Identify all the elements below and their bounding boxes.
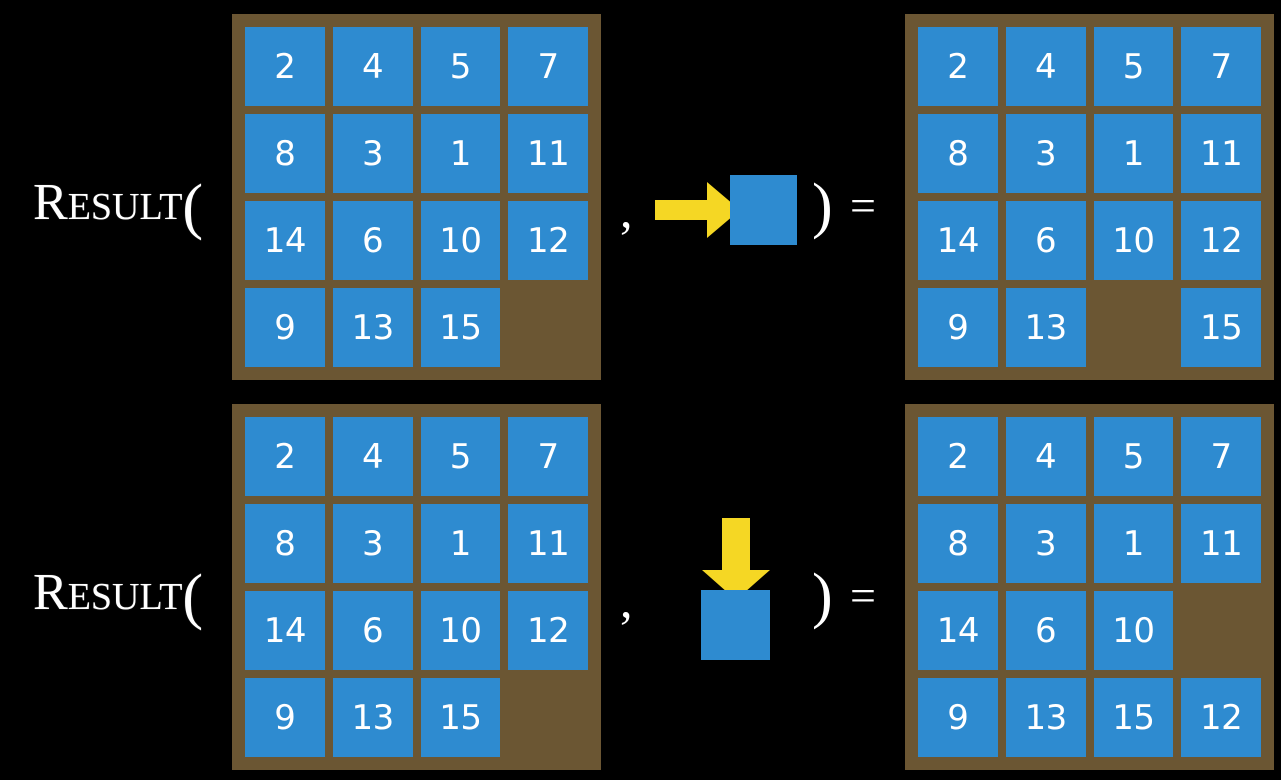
tile[interactable]: 13	[1005, 678, 1086, 757]
tile[interactable]: 9	[918, 288, 998, 367]
tile[interactable]: 9	[245, 288, 325, 367]
tile[interactable]: 3	[1005, 114, 1086, 193]
blank-cell[interactable]	[1181, 591, 1261, 670]
tile[interactable]: 4	[1005, 417, 1086, 496]
tile[interactable]: 5	[1093, 27, 1174, 106]
tile[interactable]: 14	[918, 591, 998, 670]
result-label-capital: R	[33, 563, 68, 621]
tile[interactable]: 5	[420, 417, 501, 496]
input-board: 2 4 5 7 8 3 1 11 14 6 10 12 9 13 15	[232, 404, 601, 770]
tile[interactable]: 3	[332, 114, 413, 193]
tile[interactable]: 5	[1093, 417, 1174, 496]
tile[interactable]: 10	[1093, 591, 1174, 670]
tile[interactable]: 11	[508, 504, 588, 583]
open-paren: (	[182, 173, 204, 241]
blank-cell[interactable]	[508, 678, 588, 757]
result-function-label: RESULT(	[33, 176, 203, 238]
tile[interactable]: 2	[245, 27, 325, 106]
tile[interactable]: 9	[918, 678, 998, 757]
tile[interactable]: 13	[1005, 288, 1086, 367]
tile[interactable]: 11	[1181, 114, 1261, 193]
output-board: 2 4 5 7 8 3 1 11 14 6 10 9 13 15 12	[905, 404, 1274, 770]
moving-tile[interactable]	[701, 590, 770, 660]
tile[interactable]: 14	[918, 201, 998, 280]
tile[interactable]: 3	[1005, 504, 1086, 583]
result-label-smallcaps: ESULT	[67, 185, 183, 228]
tile[interactable]: 9	[245, 678, 325, 757]
equals-sign: =	[850, 570, 876, 621]
equals-sign: =	[850, 180, 876, 231]
result-label-smallcaps: ESULT	[67, 575, 183, 618]
tile[interactable]: 14	[245, 201, 325, 280]
tile[interactable]: 10	[420, 591, 501, 670]
tile[interactable]: 2	[245, 417, 325, 496]
tile[interactable]: 12	[508, 201, 588, 280]
tile[interactable]: 2	[918, 417, 998, 496]
tile[interactable]: 4	[1005, 27, 1086, 106]
tile[interactable]: 7	[1181, 27, 1261, 106]
close-paren: )	[812, 172, 833, 240]
tile[interactable]: 13	[332, 288, 413, 367]
tile[interactable]: 10	[420, 201, 501, 280]
tile[interactable]: 7	[508, 417, 588, 496]
tile[interactable]: 2	[918, 27, 998, 106]
tile[interactable]: 15	[420, 288, 501, 367]
argument-separator: ,	[620, 572, 633, 628]
tile[interactable]: 12	[1181, 201, 1261, 280]
tile[interactable]: 1	[420, 114, 501, 193]
result-function-label: RESULT(	[33, 566, 203, 628]
tile[interactable]: 8	[245, 114, 325, 193]
tile[interactable]: 6	[1005, 201, 1086, 280]
tile[interactable]: 1	[420, 504, 501, 583]
tile[interactable]: 1	[1093, 504, 1174, 583]
tile[interactable]: 6	[332, 591, 413, 670]
tile[interactable]: 10	[1093, 201, 1174, 280]
tile[interactable]: 4	[332, 27, 413, 106]
tile[interactable]: 4	[332, 417, 413, 496]
tile[interactable]: 14	[245, 591, 325, 670]
tile[interactable]: 12	[508, 591, 588, 670]
tile[interactable]: 12	[1181, 678, 1261, 757]
tile[interactable]: 6	[1005, 591, 1086, 670]
tile[interactable]: 15	[1181, 288, 1261, 367]
equation-row-right-move: RESULT( 2 4 5 7 8 3 1 11 14 6 10 12 9 13…	[33, 14, 1274, 380]
tile[interactable]: 7	[1181, 417, 1261, 496]
tile[interactable]: 3	[332, 504, 413, 583]
tile[interactable]: 11	[1181, 504, 1261, 583]
tile[interactable]: 11	[508, 114, 588, 193]
result-label-capital: R	[33, 173, 68, 231]
equation-row-down-move: RESULT( 2 4 5 7 8 3 1 11 14 6 10 12 9 13…	[0, 390, 1281, 780]
tile[interactable]: 13	[332, 678, 413, 757]
tile[interactable]: 7	[508, 27, 588, 106]
tile[interactable]: 1	[1093, 114, 1174, 193]
input-board: 2 4 5 7 8 3 1 11 14 6 10 12 9 13 15	[232, 14, 601, 380]
tile[interactable]: 5	[420, 27, 501, 106]
tile[interactable]: 8	[918, 114, 998, 193]
tile[interactable]: 15	[1093, 678, 1174, 757]
tile[interactable]: 15	[420, 678, 501, 757]
moving-tile[interactable]	[730, 175, 797, 245]
tile[interactable]: 6	[332, 201, 413, 280]
argument-separator: ,	[620, 182, 633, 238]
blank-cell[interactable]	[508, 288, 588, 367]
arrow-right-icon	[655, 178, 740, 242]
tile[interactable]: 8	[918, 504, 998, 583]
tile[interactable]: 8	[245, 504, 325, 583]
blank-cell[interactable]	[1094, 288, 1174, 367]
arrow-down-icon	[700, 518, 772, 600]
close-paren: )	[812, 562, 833, 630]
output-board: 2 4 5 7 8 3 1 11 14 6 10 12 9 13 15	[905, 14, 1274, 380]
open-paren: (	[182, 563, 204, 631]
